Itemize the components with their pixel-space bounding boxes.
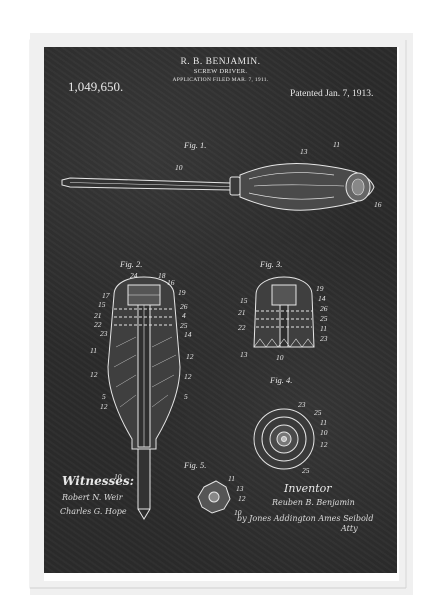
ref-number: 11 — [320, 324, 327, 333]
ref-number: 13 — [300, 147, 308, 156]
ref-number: 14 — [318, 294, 326, 303]
ref-number: 25 — [320, 314, 328, 323]
ref-number: 4 — [182, 311, 186, 320]
attorneys-suffix: Atty — [341, 524, 358, 533]
ref-number: 25 — [302, 466, 310, 475]
ref-number: 11 — [90, 346, 97, 355]
ref-number: 11 — [228, 474, 235, 483]
fig5-label: Fig. 5. — [183, 460, 206, 470]
inventor-label: Inventor — [284, 482, 332, 495]
ref-number: 18 — [158, 271, 166, 280]
fig1-label: Fig. 1. — [183, 140, 206, 150]
ref-number: 10 — [320, 428, 328, 437]
fig3-partial-section — [253, 276, 315, 348]
ref-number: 10 — [114, 472, 122, 481]
fig2-label: Fig. 2. — [119, 259, 142, 269]
chalkboard-print: R. B. BENJAMIN. SCREW DRIVER. APPLICATIO… — [44, 47, 397, 573]
fig2-handle-section — [107, 276, 181, 520]
fig4-label: Fig. 4. — [269, 375, 292, 385]
inventor-signature: Reuben B. Benjamin — [272, 498, 355, 507]
ref-number: 17 — [102, 291, 110, 300]
ref-number: 22 — [238, 323, 246, 332]
ref-number: 12 — [100, 402, 108, 411]
ref-number: 23 — [298, 400, 306, 409]
fig5-cross-section — [197, 480, 231, 514]
ref-number: 23 — [100, 329, 108, 338]
inventor-name-heading: R. B. BENJAMIN. — [180, 57, 261, 67]
invention-title: SCREW DRIVER. — [193, 68, 248, 75]
ref-number: 13 — [236, 484, 244, 493]
witnesses-label: Witnesses: — [62, 474, 135, 488]
ref-number: 19 — [316, 284, 324, 293]
ref-number: 15 — [98, 300, 106, 309]
ref-number: 15 — [240, 296, 248, 305]
ref-number: 21 — [238, 308, 246, 317]
ref-number: 12 — [90, 370, 98, 379]
ref-number: 12 — [320, 440, 328, 449]
ref-number: 12 — [184, 372, 192, 381]
ref-number: 10 — [234, 508, 242, 517]
patent-drawing: Fig. 1. Fig. 2. Fig. 3. Fig. 4. Fig. 5. … — [61, 140, 382, 520]
patent-date: Patented Jan. 7, 1913. — [290, 89, 374, 99]
ref-number: 23 — [320, 334, 328, 343]
ref-number: 12 — [238, 494, 246, 503]
ref-number: 16 — [167, 278, 175, 287]
patent-number: 1,049,650. — [68, 79, 124, 94]
ref-number: 14 — [184, 330, 192, 339]
ref-number: 21 — [94, 311, 102, 320]
ref-number: 26 — [320, 304, 328, 313]
witness-signature-2: Charles G. Hope — [60, 507, 127, 516]
ref-number: 24 — [130, 271, 138, 280]
fig4-end-view — [253, 408, 315, 470]
ref-number: 5 — [184, 392, 188, 401]
fig3-label: Fig. 3. — [259, 259, 282, 269]
ref-number: 12 — [186, 352, 194, 361]
ref-number: 26 — [180, 302, 188, 311]
fig1-screwdriver — [61, 163, 375, 211]
witness-signature-1: Robert N. Weir — [62, 493, 123, 502]
ref-number: 10 — [276, 353, 284, 362]
ref-number: 13 — [240, 350, 248, 359]
ref-number: 5 — [102, 392, 106, 401]
ref-number: 16 — [374, 200, 382, 209]
ref-number: 22 — [94, 320, 102, 329]
application-filed-line: APPLICATION FILED MAR. 7, 1911. — [172, 77, 269, 83]
ref-number: 19 — [178, 288, 186, 297]
ref-number: 25 — [180, 321, 188, 330]
ref-number: 11 — [333, 140, 340, 149]
ref-number: 11 — [320, 418, 327, 427]
attorneys-signature: by Jones Addington Ames Seibold — [237, 514, 374, 523]
ref-number: 25 — [314, 408, 322, 417]
ref-number: 10 — [175, 163, 183, 172]
